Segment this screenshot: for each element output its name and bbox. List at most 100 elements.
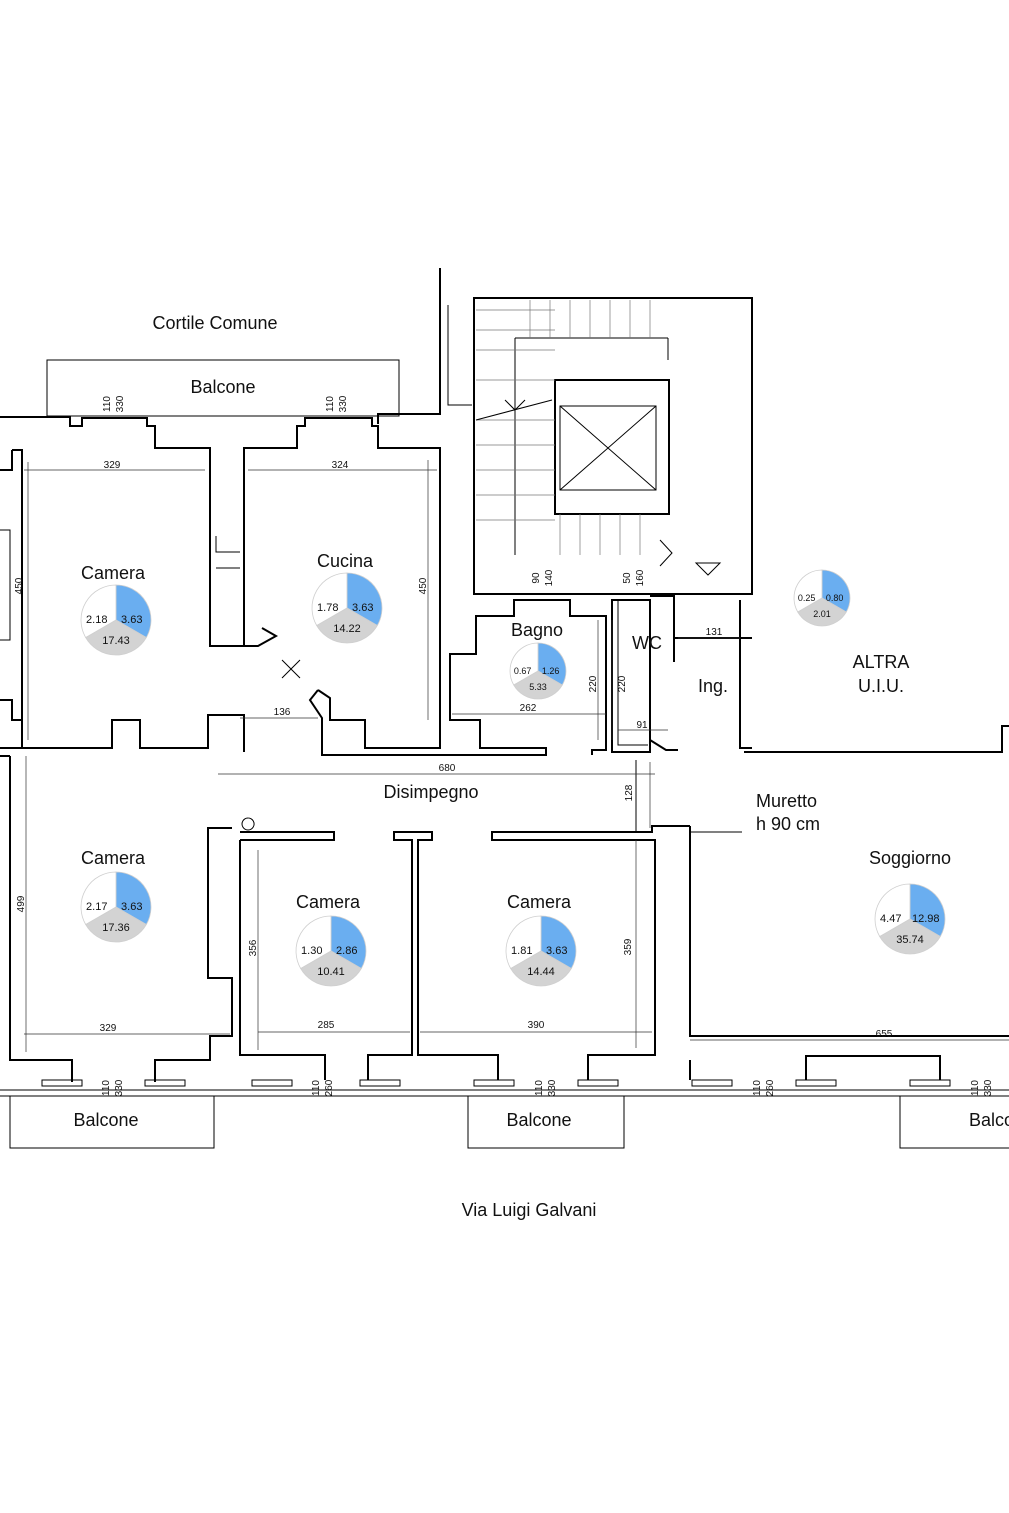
svg-text:140: 140 [544,569,555,586]
pie-sector [537,642,567,686]
pie-label-right: 1.26 [542,666,560,676]
pie-sector [85,619,147,656]
dim-356: 356 [248,939,259,956]
pie-sector [311,572,348,627]
pie-label-left: 1.78 [317,602,338,614]
walls [0,268,1009,1149]
window-mark: 90 140 [531,569,555,586]
svg-text:330: 330 [114,1079,125,1096]
svg-text:330: 330 [338,395,349,412]
svg-text:110: 110 [752,1080,763,1096]
dim-680: 680 [439,763,456,774]
svg-text:110: 110 [970,1080,981,1096]
label-street: Via Luigi Galvani [462,1200,597,1220]
svg-text:160: 160 [635,569,646,586]
pie-label-bottom: 35.74 [896,934,924,946]
svg-text:90: 90 [531,572,542,584]
svg-text:260: 260 [765,1079,776,1096]
pie-label-right: 2.86 [336,945,357,957]
window-mark: 110 330 [970,1079,994,1096]
pie-label-bottom: 17.36 [102,922,130,934]
pie-sector [316,607,378,644]
room-name: Soggiorno [869,848,951,868]
pie-label-left: 0.67 [514,666,532,676]
room-name: Camera [81,563,146,583]
pie-sector [85,906,147,943]
room-name: Camera [296,892,361,912]
room-name: Cucina [317,551,374,571]
dim-359: 359 [623,938,634,955]
dimension-lines [24,460,1009,1052]
svg-text:260: 260 [324,1079,335,1096]
label-cortile: Cortile Comune [152,313,277,333]
pie-label-left: 1.30 [301,945,322,957]
window-mark: 110 330 [102,395,126,412]
area-pie: 4.47 12.98 35.74 [874,883,946,955]
dim-128: 128 [624,784,635,801]
pie-sector [115,584,152,639]
dim-285: 285 [318,1020,335,1031]
window-marks: 110 330 110 330 90 140 50 160 110 330 11… [101,395,994,1096]
svg-text:110: 110 [325,396,336,412]
pie-label-bottom: 17.43 [102,635,130,647]
window-mark: 110 330 [101,1079,125,1096]
balcony-bottom-center [467,1095,625,1149]
pie-label-bottom: 2.01 [813,609,831,619]
dim-220-bagno: 220 [588,675,599,692]
window-mark: 110 330 [325,395,349,412]
pie-label-left: 0.25 [798,593,816,603]
label-ingresso: Ing. [698,676,728,696]
pie-sector [510,950,572,987]
area-pie: 1.30 2.86 10.41 [295,915,367,987]
pie-sector [874,883,911,938]
area-pie: 0.67 1.26 5.33 [509,642,567,700]
dim-499: 499 [16,895,27,912]
pie-sector [330,915,367,970]
label-balcone-top: Balcone [190,377,255,397]
window-mark: 110 330 [534,1079,558,1096]
pie-label-bottom: 14.22 [333,623,361,635]
pie-sector [346,572,383,627]
svg-text:110: 110 [102,396,113,412]
label-balcone-b1: Balcone [73,1110,138,1130]
dim-131: 131 [706,627,723,638]
pie-label-left: 2.18 [86,614,107,626]
pie-sector [540,915,577,970]
svg-text:330: 330 [983,1079,994,1096]
svg-text:110: 110 [101,1080,112,1096]
label-balcone-b3: Balco [969,1110,1009,1130]
room-name: Camera [507,892,572,912]
window-mark: 50 160 [622,569,646,586]
pie-sector [295,915,332,970]
pie-sector [80,871,117,926]
dim-390: 390 [528,1020,545,1031]
svg-text:110: 110 [311,1080,322,1096]
pie-label-bottom: 10.41 [317,966,345,978]
area-pie: 0.25 0.80 2.01 [793,569,851,627]
svg-text:330: 330 [547,1079,558,1096]
dim-91: 91 [636,720,648,731]
pie-label-right: 3.63 [546,945,567,957]
pie-label-left: 4.47 [880,913,901,925]
pie-sector [879,918,941,955]
pie-label-right: 0.80 [826,593,844,603]
dim-324: 324 [332,460,349,471]
room-name: WC [632,633,662,653]
label-balcone-b2: Balcone [506,1110,571,1130]
dimension-labels: 329 324 450 450 136 262 220 220 91 131 6… [14,460,893,1040]
pie-sector [793,569,823,613]
label-muretto-1: Muretto [756,791,817,811]
pie-label-right: 12.98 [912,913,940,925]
pie-label-bottom: 5.33 [529,682,547,692]
dim-450-right: 450 [418,577,429,594]
pie-sector [80,584,117,639]
room-name: Bagno [511,620,563,640]
dim-450-left: 450 [14,577,25,594]
pie-sector [115,871,152,926]
pie-label-bottom: 14.44 [527,966,555,978]
dim-262: 262 [520,703,537,714]
